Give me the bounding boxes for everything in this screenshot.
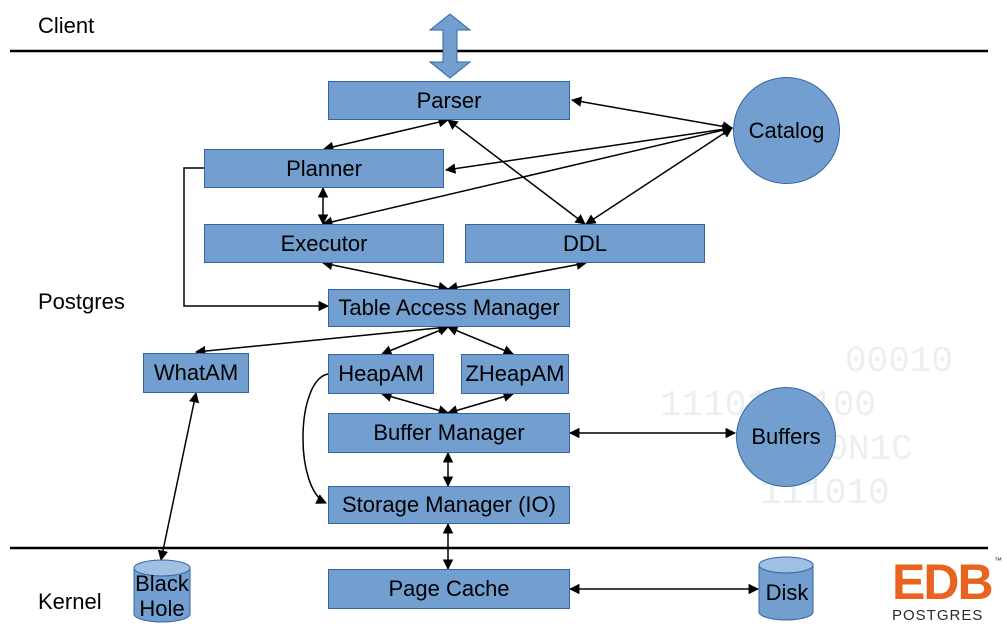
- page-cache-label: Page Cache: [388, 576, 510, 601]
- catalog-node: Catalog: [733, 77, 840, 184]
- buffer-manager-label: Buffer Manager: [373, 420, 525, 445]
- edb-postgres-logo: EDB ™ POSTGRES: [890, 554, 1002, 630]
- heapam-label: HeapAM: [338, 361, 424, 386]
- ddl-label: DDL: [562, 230, 607, 256]
- client-double-arrow: [428, 13, 472, 79]
- edb-logo-text: EDB: [892, 554, 994, 610]
- arrow-zheapam-buffer: [446, 391, 515, 416]
- arrow-planner-catalog: [444, 124, 734, 174]
- watermark-line-1: 00010: [845, 341, 954, 382]
- whatam-label: WhatAM: [153, 360, 239, 385]
- arrow-parser-ddl: [447, 119, 586, 225]
- buffer-manager-node: Buffer Manager: [328, 413, 570, 453]
- table-access-manager-label: Table Access Manager: [338, 295, 560, 320]
- buffers-label: Buffers: [751, 424, 821, 449]
- table-access-manager-node: Table Access Manager: [328, 289, 570, 327]
- edb-logo-postgres: POSTGRES: [892, 607, 984, 624]
- edb-logo-tm: ™: [994, 556, 1002, 565]
- parser-node: Parser: [328, 81, 570, 120]
- whatam-node: WhatAM: [143, 353, 249, 393]
- zheapam-label: ZHeapAM: [465, 361, 565, 386]
- kernel-layer-label: Kernel: [38, 589, 102, 614]
- arrow-parser-planner: [322, 117, 450, 152]
- zheapam-node: ZHeapAM: [461, 354, 569, 394]
- arrow-planner-tam: [183, 167, 330, 312]
- black-hole-label-line2: Hole: [139, 596, 185, 621]
- planner-node: Planner: [204, 149, 444, 188]
- executor-node: Executor: [204, 224, 444, 263]
- postgres-layer-label: Postgres: [38, 289, 125, 314]
- catalog-label: Catalog: [748, 117, 825, 143]
- black-hole-cylinder: [133, 559, 191, 623]
- arrow-ddl-tam: [446, 259, 588, 293]
- parser-label: Parser: [416, 87, 482, 113]
- arrow-tam-heapam: [381, 325, 449, 356]
- storage-manager-node: Storage Manager (IO): [328, 486, 570, 524]
- disk-cylinder: [758, 556, 814, 621]
- edb-logo-mark: EDB: [892, 554, 994, 610]
- arrow-ddl-catalog: [585, 127, 733, 225]
- planner-label: Planner: [286, 155, 362, 181]
- buffers-node: Buffers: [736, 387, 836, 487]
- arrow-tam-whatam: [194, 322, 450, 357]
- page-cache-node: Page Cache: [328, 569, 570, 609]
- arrow-parser-catalog: [570, 96, 734, 132]
- heapam-node: HeapAM: [328, 354, 434, 394]
- executor-label: Executor: [280, 230, 368, 256]
- storage-manager-label: Storage Manager (IO): [342, 492, 556, 517]
- black-hole-label-line1: Black: [135, 571, 189, 596]
- arrow-heapam-storage: [302, 373, 329, 504]
- arrow-executor-tam: [321, 259, 450, 293]
- black-hole-label: Black Hole: [130, 571, 194, 621]
- arrow-tam-zheapam: [447, 325, 514, 356]
- disk-label: Disk: [765, 580, 809, 605]
- arrow-whatam-blackhole: [157, 391, 200, 562]
- client-layer-label: Client: [38, 13, 95, 38]
- arrow-heapam-buffer: [380, 391, 450, 416]
- ddl-node: DDL: [465, 224, 705, 263]
